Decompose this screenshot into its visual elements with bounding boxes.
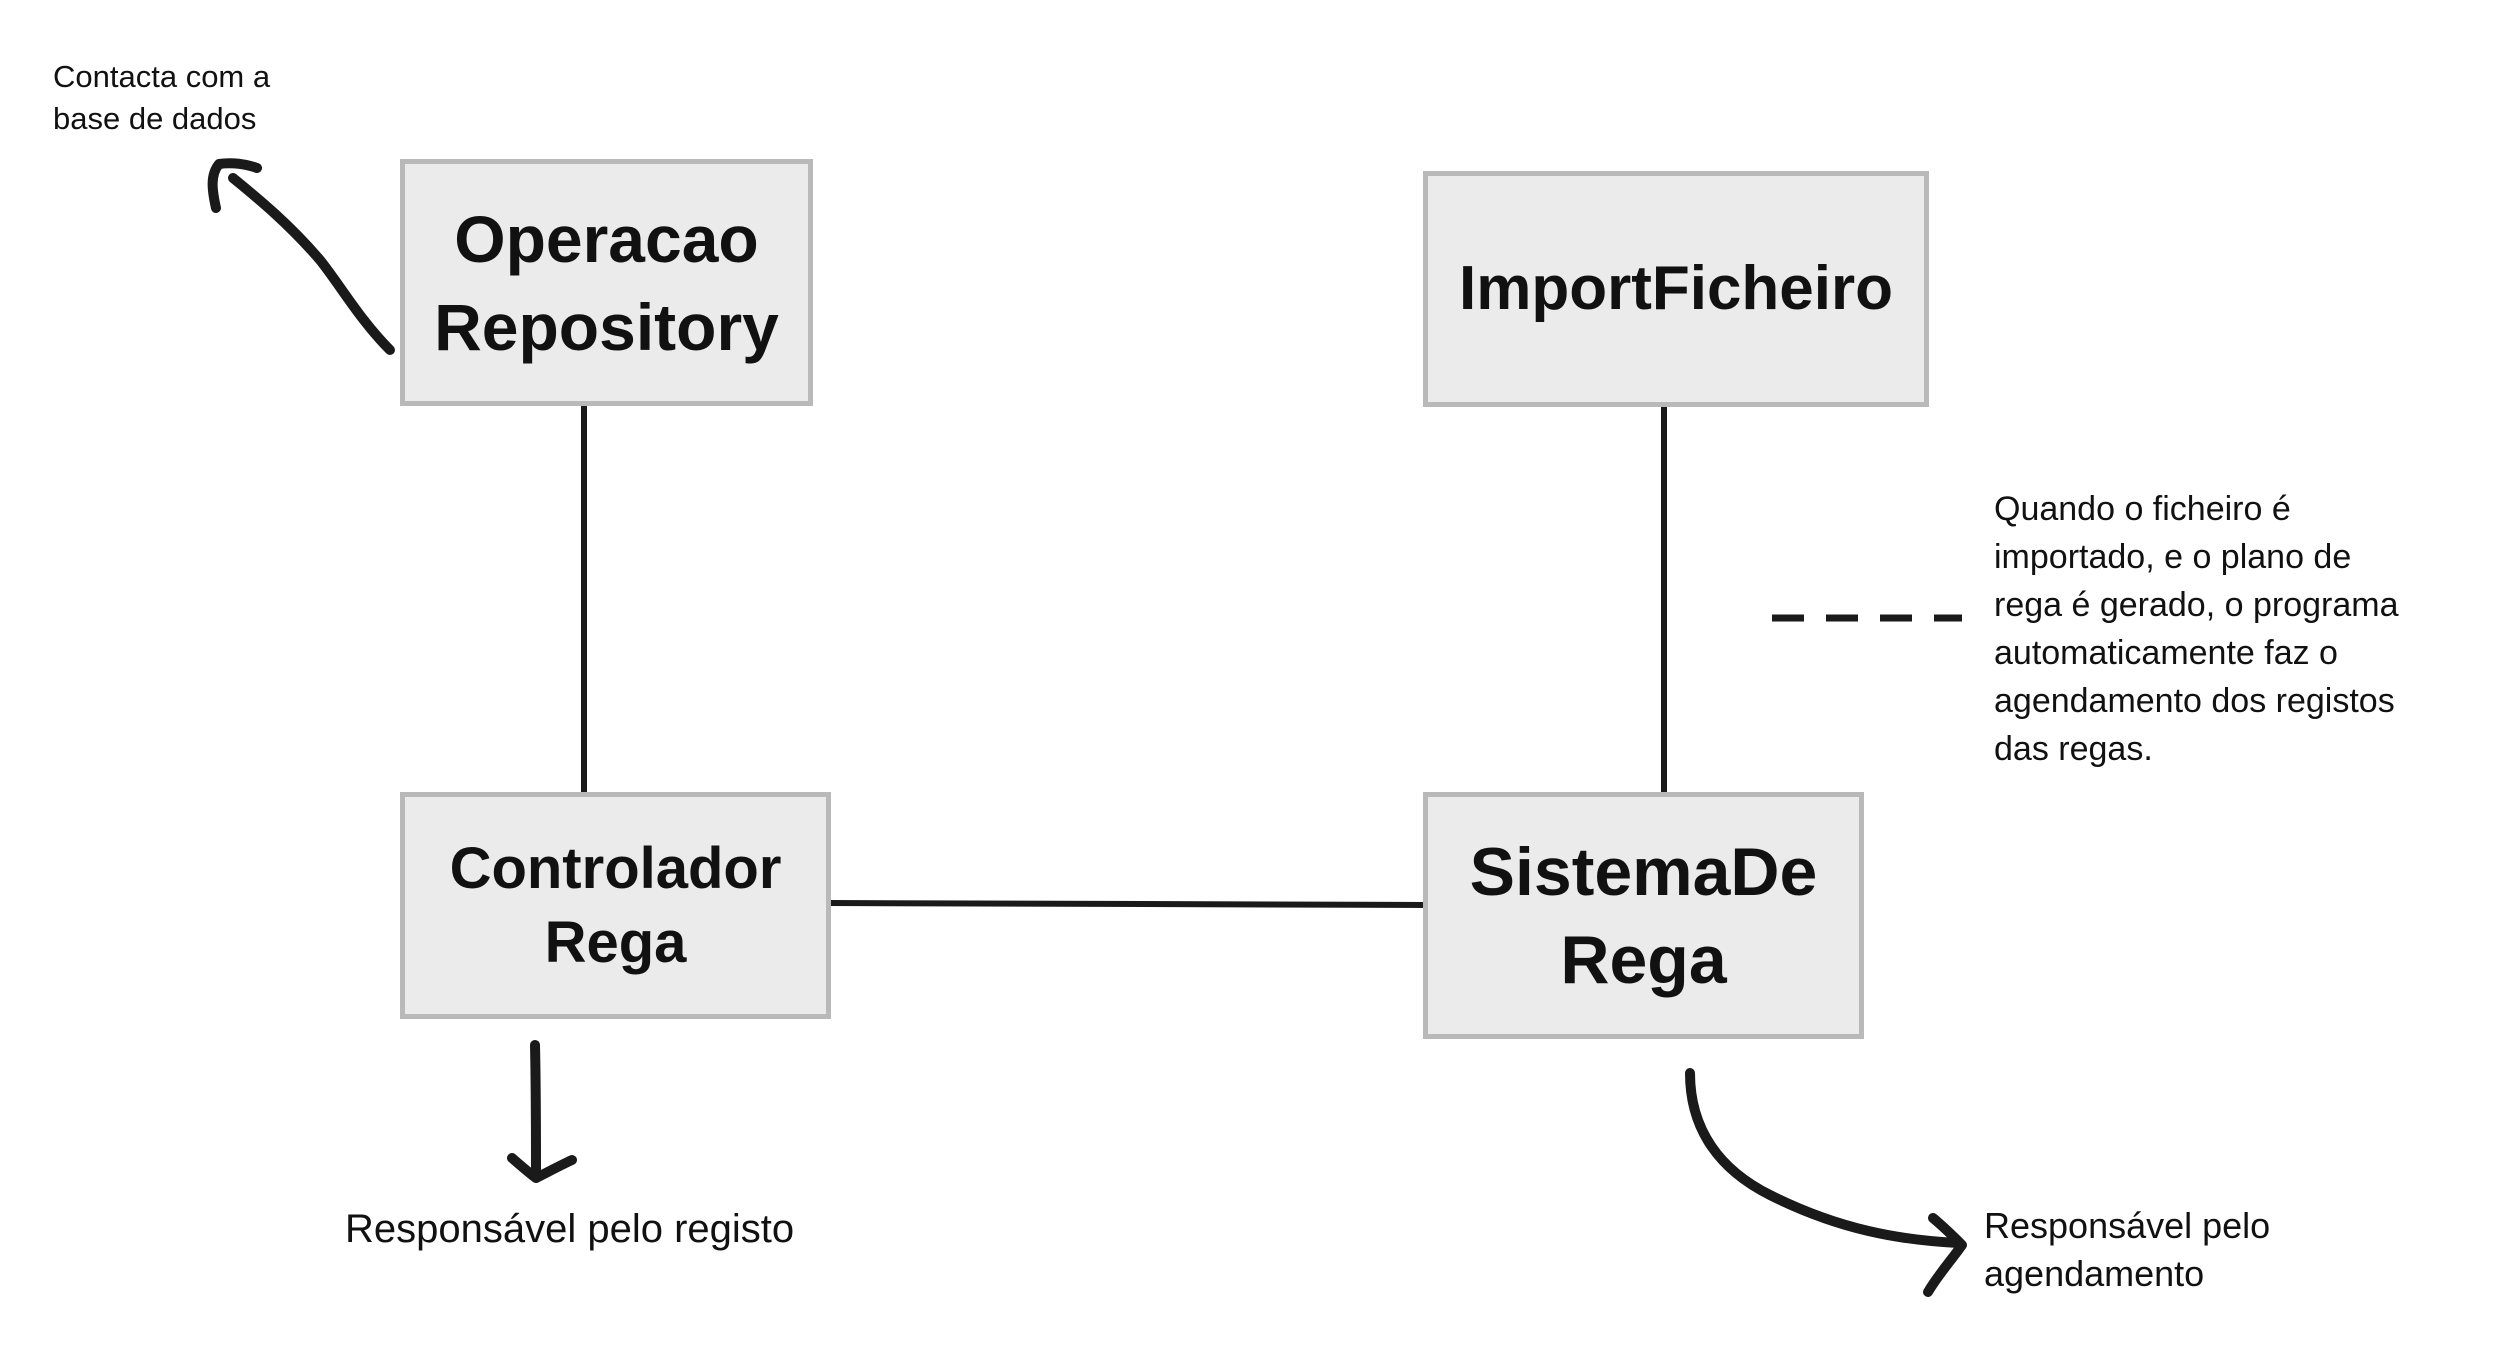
annotation-agendamento: Responsável pelo agendamento xyxy=(1984,1205,2271,1294)
node-sistema-de-rega-line-1: SistemaDe xyxy=(1469,833,1818,910)
edge-controlador-sistema xyxy=(828,900,1428,908)
annotation-quando: Quando o ficheiro é importado, e o plano… xyxy=(1994,490,2399,768)
node-sistema-de-rega-line-2: Rega xyxy=(1560,921,1727,998)
node-sistema-de-rega: SistemaDe Rega xyxy=(1423,792,1864,1039)
arrow-registo xyxy=(507,1040,577,1183)
arrow-agendamento xyxy=(1685,1068,1967,1297)
node-controlador-rega-line-2: Rega xyxy=(544,909,687,975)
node-operacao-repository-line-2: Repository xyxy=(434,289,779,364)
node-controlador-rega: Controlador Rega xyxy=(400,792,831,1019)
node-import-ficheiro: ImportFicheiro xyxy=(1423,171,1929,407)
node-controlador-rega-line-1: Controlador xyxy=(449,835,782,901)
arrow-contacta xyxy=(207,158,395,355)
annotation-contacta: Contacta com a base de dados xyxy=(53,59,271,136)
node-operacao-repository-line-1: Operacao xyxy=(454,201,759,276)
node-operacao-repository: Operacao Repository xyxy=(400,159,813,406)
annotation-registo: Responsável pelo registo xyxy=(345,1207,795,1251)
node-import-ficheiro-label: ImportFicheiro xyxy=(1458,254,1894,323)
